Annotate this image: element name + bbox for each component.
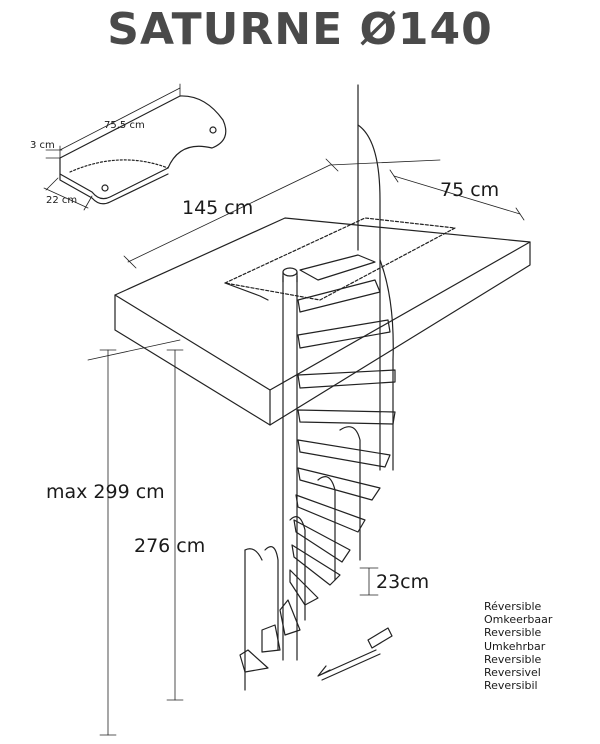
opening-width-label: 75 cm [440,179,499,201]
step-rise-label: 23cm [376,571,429,593]
reversible-text: Reversibil [484,679,538,693]
tread-width-label: 22 cm [46,195,77,206]
opening-length-label: 145 cm [182,197,253,219]
central-column [282,267,298,661]
height-dimensions [87,339,379,736]
page-title: SATURNE Ø140 [107,4,493,55]
reversible-text: Umkehrbar [484,639,546,653]
reversible-text: Reversible [484,626,542,640]
stair-treads [239,254,396,673]
tread-detail [43,83,227,211]
reversible-symbol [317,627,393,681]
opening-dimensions [123,158,525,269]
floor-height-label: 276 cm [134,535,205,557]
reversible-text: Reversivel [484,666,541,680]
max-height-label: max 299 cm [46,481,165,503]
dimension-labels: 75,5 cm 3 cm 22 cm 145 cm 75 cm max 299 … [30,120,499,593]
handrail [244,84,394,691]
tread-thickness-label: 3 cm [30,140,55,151]
reversible-list: Réversible Omkeerbaar Reversible Umkehrb… [484,600,552,692]
reversible-text: Omkeerbaar [484,613,553,627]
floor-slab [114,217,531,426]
tread-length-label: 75,5 cm [104,120,145,131]
reversible-text: Réversible [484,600,542,613]
reversible-text: Reversible [484,652,542,666]
